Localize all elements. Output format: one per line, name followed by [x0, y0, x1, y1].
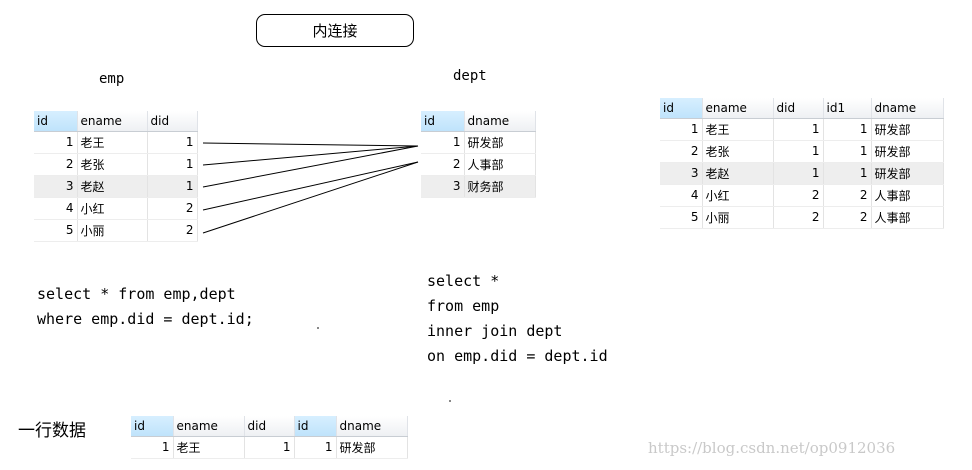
- column-header: id: [660, 98, 703, 119]
- emp-label: emp: [99, 71, 125, 87]
- cell: 5: [34, 219, 78, 242]
- cell: 1: [660, 118, 703, 141]
- column-header: ename: [702, 98, 774, 119]
- cell: 2: [34, 153, 78, 176]
- cell: 5: [660, 206, 703, 229]
- cell: 4: [660, 184, 703, 207]
- emp-table: id ename did 1 老王 1 2 老张 1 3 老赵 1 4 小红 2…: [34, 111, 198, 242]
- table-row: 2 老张 1 1 研发部: [660, 140, 944, 163]
- cell: 老王: [77, 131, 148, 154]
- cell: 研发部: [871, 140, 944, 163]
- table-row: 3 财务部: [421, 175, 536, 198]
- cell: 研发部: [336, 436, 408, 459]
- table-row: 1 老王 1 1 研发部: [660, 118, 944, 141]
- cell: 1: [823, 140, 872, 163]
- table-row: 2 老张 1: [34, 153, 198, 176]
- dept-label: dept: [453, 68, 487, 84]
- cell: 1: [244, 436, 295, 459]
- cell: 3: [421, 175, 465, 198]
- column-header: dname: [871, 98, 944, 119]
- table-row: 1 老王 1: [34, 131, 198, 154]
- column-header: id1: [823, 98, 872, 119]
- table-row: 2 人事部: [421, 153, 536, 176]
- cell: 1: [421, 131, 465, 154]
- result-table: id ename did id1 dname 1 老王 1 1 研发部 2 老张…: [660, 98, 944, 229]
- cell: 1: [131, 436, 174, 459]
- cell: 3: [660, 162, 703, 185]
- table-row: 3 老赵 1: [34, 175, 198, 198]
- stray-dot: [449, 400, 451, 402]
- column-header: dname: [464, 111, 536, 132]
- stray-dot: [317, 327, 319, 329]
- cell: 1: [147, 175, 198, 198]
- cell: 老王: [173, 436, 245, 459]
- cell: 1: [823, 162, 872, 185]
- cell: 小红: [702, 184, 774, 207]
- cell: 小丽: [702, 206, 774, 229]
- column-header: ename: [77, 111, 148, 132]
- cell: 2: [147, 219, 198, 242]
- row-label: 一行数据: [18, 421, 86, 441]
- cell: 2: [773, 206, 824, 229]
- cell: 小红: [77, 197, 148, 220]
- cell: 研发部: [464, 131, 536, 154]
- cell: 1: [147, 131, 198, 154]
- join-line: [202, 161, 419, 211]
- cell: 研发部: [871, 162, 944, 185]
- cell: 1: [773, 140, 824, 163]
- cell: 小丽: [77, 219, 148, 242]
- table-row: 1 老王 1 1 研发部: [131, 436, 408, 459]
- cell: 1: [823, 118, 872, 141]
- cell: 1: [294, 436, 337, 459]
- table-row: 4 小红 2: [34, 197, 198, 220]
- table-row: 3 老赵 1 1 研发部: [660, 162, 944, 185]
- title-box: 内连接: [256, 14, 414, 47]
- join-line: [202, 161, 419, 234]
- column-header: id: [34, 111, 78, 132]
- join-line: [202, 145, 419, 166]
- table-row: 5 小丽 2 2 人事部: [660, 206, 944, 229]
- cell: 2: [660, 140, 703, 163]
- column-header: did: [244, 416, 295, 437]
- dept-table: id dname 1 研发部 2 人事部 3 财务部: [421, 111, 536, 198]
- cell: 1: [773, 118, 824, 141]
- cell: 老王: [702, 118, 774, 141]
- join-line: [202, 145, 419, 188]
- column-header: dname: [336, 416, 408, 437]
- column-header: id: [294, 416, 337, 437]
- table-row: 5 小丽 2: [34, 219, 198, 242]
- sql-inner-join: select * from emp inner join dept on emp…: [427, 272, 608, 365]
- cell: 人事部: [464, 153, 536, 176]
- cell: 2: [823, 206, 872, 229]
- cell: 3: [34, 175, 78, 198]
- cell: 2: [147, 197, 198, 220]
- column-header: id: [131, 416, 174, 437]
- column-header: ename: [173, 416, 245, 437]
- cell: 老张: [702, 140, 774, 163]
- column-header: did: [147, 111, 198, 132]
- table-row: 4 小红 2 2 人事部: [660, 184, 944, 207]
- single-row-table: id ename did id dname 1 老王 1 1 研发部: [131, 416, 408, 459]
- cell: 老赵: [77, 175, 148, 198]
- cell: 2: [421, 153, 465, 176]
- cell: 4: [34, 197, 78, 220]
- watermark-url: https://blog.csdn.net/op0912036: [648, 439, 896, 457]
- cell: 1: [34, 131, 78, 154]
- cell: 老赵: [702, 162, 774, 185]
- column-header: did: [773, 98, 824, 119]
- cell: 老张: [77, 153, 148, 176]
- cell: 人事部: [871, 206, 944, 229]
- sql-implicit-join: select * from emp,dept where emp.did = d…: [37, 285, 254, 328]
- join-line: [202, 142, 419, 147]
- cell: 1: [773, 162, 824, 185]
- cell: 1: [147, 153, 198, 176]
- cell: 财务部: [464, 175, 536, 198]
- cell: 研发部: [871, 118, 944, 141]
- cell: 2: [823, 184, 872, 207]
- cell: 2: [773, 184, 824, 207]
- table-row: 1 研发部: [421, 131, 536, 154]
- column-header: id: [421, 111, 465, 132]
- diagram-title: 内连接: [312, 22, 358, 40]
- cell: 人事部: [871, 184, 944, 207]
